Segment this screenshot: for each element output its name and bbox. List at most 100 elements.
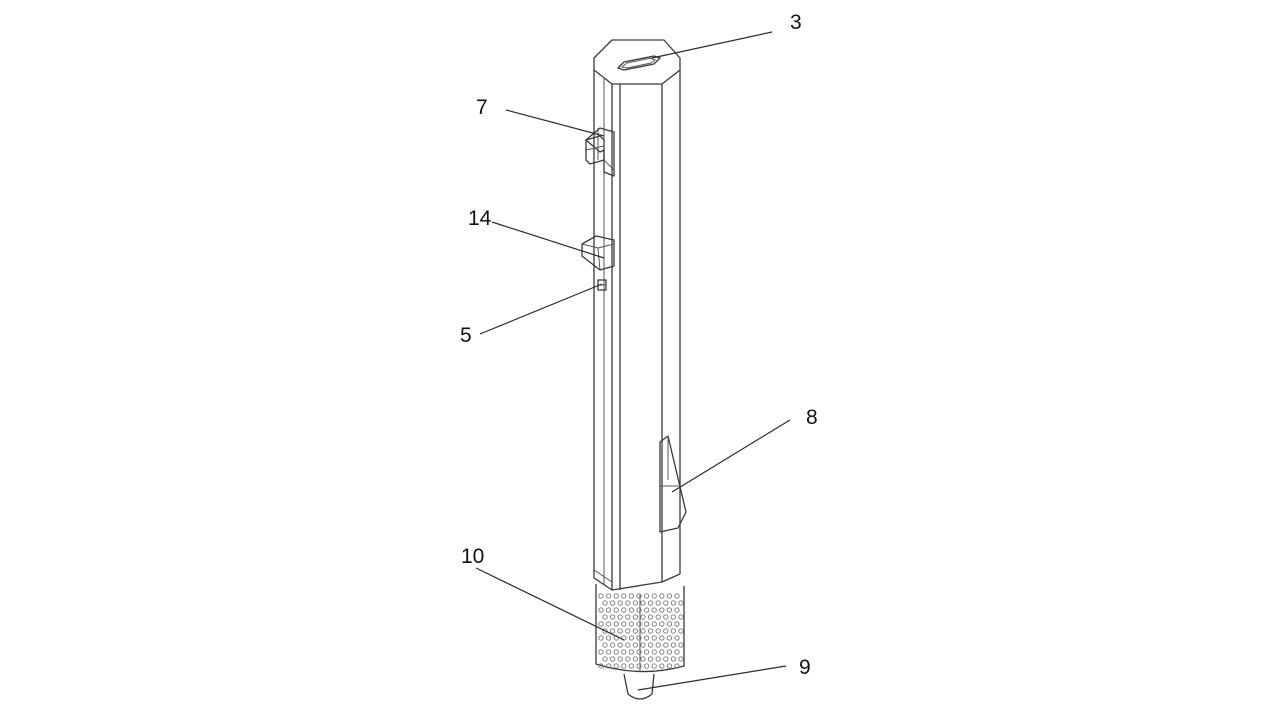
filter-hole: [617, 642, 623, 648]
filter-hole: [678, 628, 684, 634]
filter-hole: [598, 649, 604, 655]
filter-hole: [655, 628, 661, 634]
filter-hole: [670, 614, 677, 620]
filter-hole: [625, 628, 631, 634]
filter-hole: [647, 628, 654, 634]
filter-hole: [670, 656, 677, 662]
filter-hole: [643, 663, 650, 669]
filter-hole: [651, 649, 657, 655]
callout-7: 7: [476, 96, 488, 119]
filter-hole: [666, 649, 673, 655]
filter-hole: [674, 663, 680, 669]
filter-hole: [598, 621, 604, 627]
filter-hole: [647, 614, 654, 620]
filter-hole: [613, 649, 619, 655]
callout-9: 9: [799, 656, 811, 679]
leader-7: [505, 109, 605, 137]
filter-hole: [605, 635, 612, 641]
filter-hole: [678, 614, 684, 620]
filter-hole: [613, 621, 619, 627]
filter-hole: [666, 663, 673, 669]
filter-hole: [609, 600, 616, 606]
filter-hole: [625, 600, 631, 606]
filter-hole: [643, 607, 650, 613]
filter-hole: [625, 656, 631, 662]
leader-9: [637, 665, 787, 691]
filter-hole: [605, 607, 612, 613]
callout-5: 5: [460, 324, 472, 347]
filter-hole: [628, 663, 635, 669]
filter-hole: [674, 607, 680, 613]
filter-hole: [625, 614, 631, 620]
callout-labels: 3 7 14 5 8 10 9: [460, 11, 818, 679]
filter-hole: [659, 663, 665, 669]
filter-hole: [617, 656, 623, 662]
filter-hole: [640, 656, 646, 662]
filter-hole: [628, 635, 635, 641]
filter-hole: [647, 656, 654, 662]
filter-hole: [659, 593, 665, 599]
filter-hole: [617, 600, 623, 606]
filter-hole: [632, 628, 639, 634]
filter-hole: [663, 642, 669, 648]
filter-hole: [605, 621, 612, 627]
filter-hole: [636, 635, 642, 641]
filter-hole: [655, 614, 661, 620]
filter-hole: [663, 628, 669, 634]
filter-hole: [655, 600, 661, 606]
main-body: [593, 39, 681, 591]
filter-hole: [605, 649, 612, 655]
filter-hole: [655, 656, 661, 662]
filter-hole: [640, 642, 646, 648]
filter-hole: [640, 614, 646, 620]
filter-hole: [613, 663, 619, 669]
leader-3: [651, 31, 773, 59]
filter-hole: [670, 628, 677, 634]
filter-hole: [666, 635, 673, 641]
filter-hole: [651, 635, 657, 641]
filter-hole: [651, 663, 657, 669]
filter-hole: [621, 663, 627, 669]
callout-10: 10: [461, 545, 484, 568]
filter-hole: [678, 656, 684, 662]
filter-hole: [647, 642, 654, 648]
filter-hole: [613, 593, 619, 599]
filter-hole: [602, 656, 608, 662]
filter-hole: [632, 614, 639, 620]
filter-hole: [605, 593, 612, 599]
filter-hole: [659, 607, 665, 613]
filter-hole: [621, 607, 627, 613]
filter-hole: [643, 621, 650, 627]
filter-hole: [674, 649, 680, 655]
filter-hole: [640, 600, 646, 606]
leader-14: [491, 221, 605, 259]
filter-hole: [636, 621, 642, 627]
filter-hole: [666, 621, 673, 627]
filter-hole: [609, 614, 616, 620]
filter-hole: [659, 621, 665, 627]
filter-hole: [663, 614, 669, 620]
filter-hole: [659, 649, 665, 655]
filter-hole: [617, 614, 623, 620]
filter-hole: [636, 593, 642, 599]
filter-hole: [598, 663, 604, 669]
filter-hole: [598, 593, 604, 599]
filter-hole: [678, 600, 684, 606]
filter-hole: [632, 656, 639, 662]
filter-hole: [674, 635, 680, 641]
filter-hole: [670, 600, 677, 606]
filter-hole: [602, 628, 608, 634]
filter-hole: [598, 607, 604, 613]
upper-bracket: [585, 127, 615, 177]
perforated-filter: [595, 584, 685, 673]
filter-hole: [636, 649, 642, 655]
filter-hole: [678, 642, 684, 648]
filter-hole: [605, 663, 612, 669]
filter-hole: [625, 642, 631, 648]
filter-hole: [663, 600, 669, 606]
leader-lines: [475, 31, 791, 691]
filter-hole: [636, 663, 642, 669]
filter-hole: [632, 642, 639, 648]
filter-hole: [663, 656, 669, 662]
